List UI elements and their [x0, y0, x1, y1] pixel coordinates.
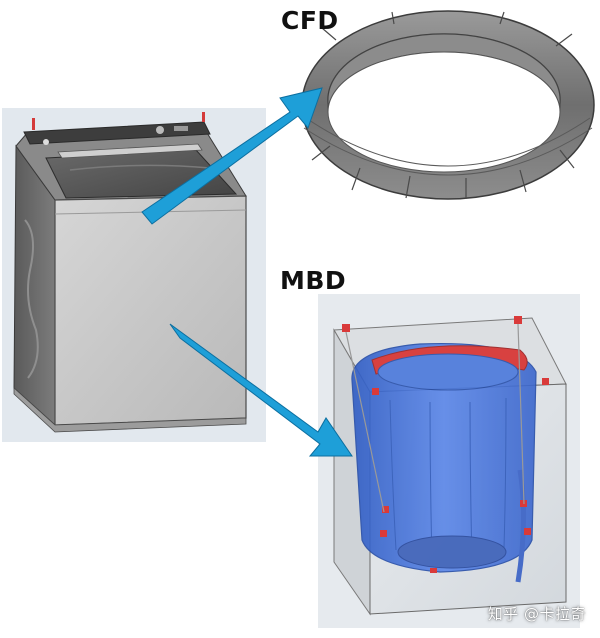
ring-band-line-1 — [305, 117, 591, 167]
watermark-text: 知乎 @卡拉奇 — [487, 605, 586, 623]
ring-segments — [311, 11, 575, 199]
tub-opening — [377, 353, 519, 391]
washer-dial-icon — [156, 126, 164, 134]
washer-display — [174, 126, 188, 131]
tub-body — [351, 342, 537, 573]
washer-knob-icon — [43, 139, 49, 145]
ring-band-line-2 — [303, 127, 593, 176]
mbd-suspension-rods — [345, 323, 525, 513]
tub-motor — [397, 535, 507, 569]
washer-marker-right — [202, 112, 205, 122]
washer-front-panel — [54, 195, 247, 426]
mbd-tub — [351, 342, 537, 583]
arrow-to-mbd — [169, 323, 353, 457]
washer-side-detail — [24, 219, 39, 379]
mbd-label: MBD — [280, 266, 347, 295]
arrow-to-cfd — [141, 87, 323, 225]
ring-inner-rim — [327, 51, 561, 173]
washer-base — [13, 387, 247, 433]
cfd-ring-model — [301, 10, 595, 200]
arrow-to-cfd-shape — [141, 87, 323, 225]
cfd-label: CFD — [281, 6, 339, 35]
mbd-washer-model — [318, 294, 580, 628]
washer-marker-left — [32, 118, 35, 130]
washer-lid-highlight — [69, 164, 211, 171]
tub-hose — [515, 469, 527, 583]
washer-lid-rail — [57, 143, 203, 159]
washer-console — [23, 121, 211, 145]
arrow-to-mbd-shape — [169, 323, 353, 457]
